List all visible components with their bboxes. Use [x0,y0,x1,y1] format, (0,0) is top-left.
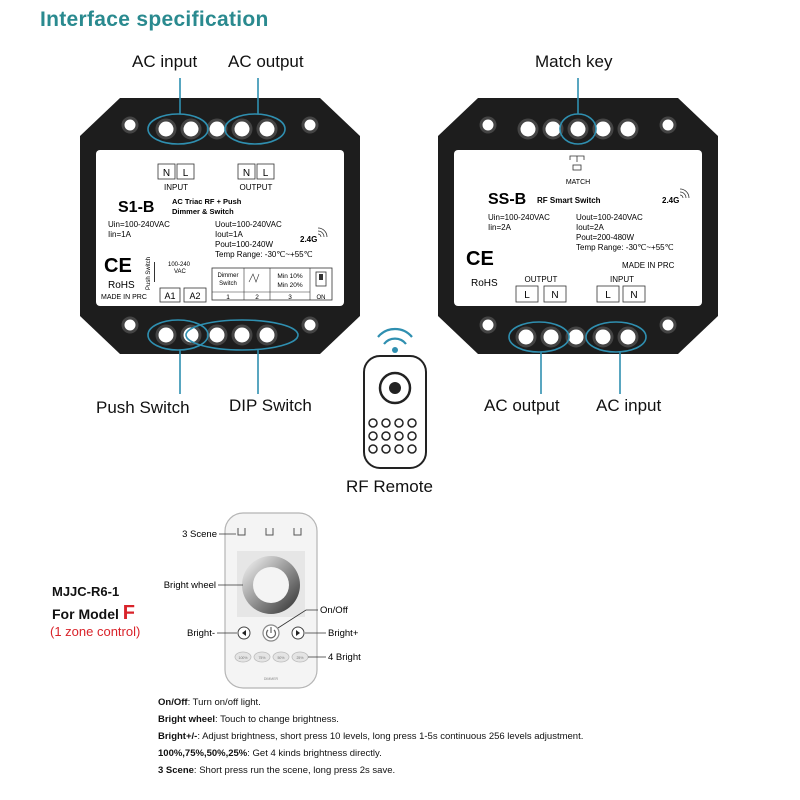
rf-remote-label: RF Remote [346,477,433,496]
right-device: MATCH SS-B RF Smart Switch 2.4G Uin=100-… [438,78,718,394]
right-spec-out3: Pout=200-480W [576,233,634,242]
remote-footer: DIMMER [264,677,279,681]
right-output-terminal-n: N [551,290,558,301]
right-match-label: MATCH [566,179,590,186]
dip-switch-label: DIP Switch [229,396,312,415]
bright-btn-75: 75% [258,656,265,660]
ac-input-label: AC input [132,52,198,71]
right-spec-in1: Uin=100-240VAC [488,213,550,222]
callout-bright-plus: Bright+ [328,628,359,639]
left-on-label: ON [317,295,326,301]
right-spec-out4: Temp Range: -30℃~+55℃ [576,243,674,252]
desc-bright-plus-minus: Bright+/-: Adjust brightness, short pres… [158,731,583,742]
left-product-line2: Dimmer & Switch [172,207,234,216]
left-device: N L N L INPUT OUTPUT S1-B AC Triac RF + … [80,78,360,394]
callout-bright-minus: Bright- [187,628,215,639]
left-spec-in1: Uin=100-240VAC [108,220,170,229]
ac-output-label: AC output [228,52,304,71]
desc-on-off: On/Off: Turn on/off light. [158,697,261,708]
left-dip-2: 2 [255,294,259,301]
callout-four-bright: 4 Bright [328,652,361,663]
left-product-line1: AC Triac RF + Push [172,197,242,206]
push-switch-label: Push Switch [96,398,190,417]
right-product: RF Smart Switch [537,196,601,205]
right-freq: 2.4G [662,196,679,205]
desc-key: Bright+/- [158,731,198,742]
left-min1: Min 10% [277,273,303,280]
callout-on-off: On/Off [320,605,348,616]
right-spec-out1: Uout=100-240VAC [576,213,643,222]
left-spec-out1: Uout=100-240VAC [215,220,282,229]
left-a1: A1 [164,291,175,301]
right-input-terminal-n: N [630,290,637,301]
ac-input-bottom-label: AC input [596,396,662,415]
right-output-terminal-l: L [524,290,530,301]
desc-bright-wheel: Bright wheel: Touch to change brightness… [158,714,339,725]
left-min2: Min 20% [277,282,303,289]
right-spec-in2: Iin=2A [488,223,512,232]
desc-text: : Adjust brightness, short press 10 leve… [197,731,584,742]
right-spec-out2: Iout=2A [576,223,604,232]
remote-model-name: MJJC-R6-1 [52,584,120,599]
left-dip-1: 1 [226,294,230,301]
desc-text: : Get 4 kinds brightness directly. [247,748,382,759]
rf-remote-device [363,327,427,469]
left-rohs: RoHS [108,280,135,291]
desc-key: On/Off [158,697,188,708]
right-output-label: OUTPUT [525,275,558,284]
left-vac-label1: 100-240 [168,262,191,268]
right-ce-mark: CE [466,248,494,270]
wireless-signal-icon [377,327,413,345]
left-input-terminal-n: N [163,168,170,179]
left-push-label: Push Switch [146,257,152,290]
right-input-label: INPUT [610,275,634,284]
left-input-terminal-l: L [183,168,189,179]
remote-zone-note: (1 zone control) [50,624,141,639]
bright-btn-100: 100% [239,656,248,660]
left-a2: A2 [189,291,200,301]
desc-text: : Touch to change brightness. [215,714,339,725]
remote-model-for-prefix: For Model [52,606,123,622]
bright-btn-25: 25% [296,656,303,660]
callout-scene: 3 Scene [182,529,217,540]
scene-icons [237,528,302,536]
right-rohs: RoHS [471,278,498,289]
right-model: SS-B [488,191,526,208]
left-dip-3: 3 [288,294,292,301]
left-spec-in2: Iin=1A [108,230,132,239]
page-title: Interface specification [40,8,269,31]
left-output-terminal-l: L [263,168,269,179]
remote-diagram: 100% 75% 50% 25% DIMMER 3 Scene Bright w… [164,512,361,689]
left-spec-out4: Temp Range: -30℃~+55℃ [215,250,313,259]
ac-output-bottom-label: AC output [484,396,560,415]
desc-key: 100%,75%,50%,25% [158,748,248,759]
left-vac-label2: VAC [174,269,187,275]
left-input-label: INPUT [164,183,188,192]
desc-four-bright: 100%,75%,50%,25%: Get 4 kinds brightness… [158,748,382,759]
desc-text: : Short press run the scene, long press … [193,765,396,776]
desc-scene: 3 Scene: Short press run the scene, long… [158,765,395,776]
bright-btn-50: 50% [277,656,284,660]
left-made: MADE IN PRC [101,294,147,301]
desc-text: : Turn on/off light. [187,697,261,708]
desc-key: 3 Scene [158,765,194,776]
desc-key: Bright wheel [158,714,216,725]
right-input-terminal-l: L [605,290,611,301]
left-freq: 2.4G [300,235,317,244]
left-spec-out2: Iout=1A [215,230,243,239]
callout-bright-wheel: Bright wheel [164,580,216,591]
left-model: S1-B [118,199,154,216]
left-output-label: OUTPUT [240,183,273,192]
remote-model-for: For Model F [52,602,135,625]
left-output-terminal-n: N [243,168,250,179]
right-made: MADE IN PRC [622,261,675,270]
left-spec-out3: Pout=100-240W [215,240,273,249]
left-dimmer-label2: Switch [219,281,237,287]
left-dimmer-label1: Dimmer [218,273,239,279]
match-key-label: Match key [535,52,613,71]
left-ce-mark: CE [104,255,132,277]
remote-model-letter: F [122,602,135,624]
